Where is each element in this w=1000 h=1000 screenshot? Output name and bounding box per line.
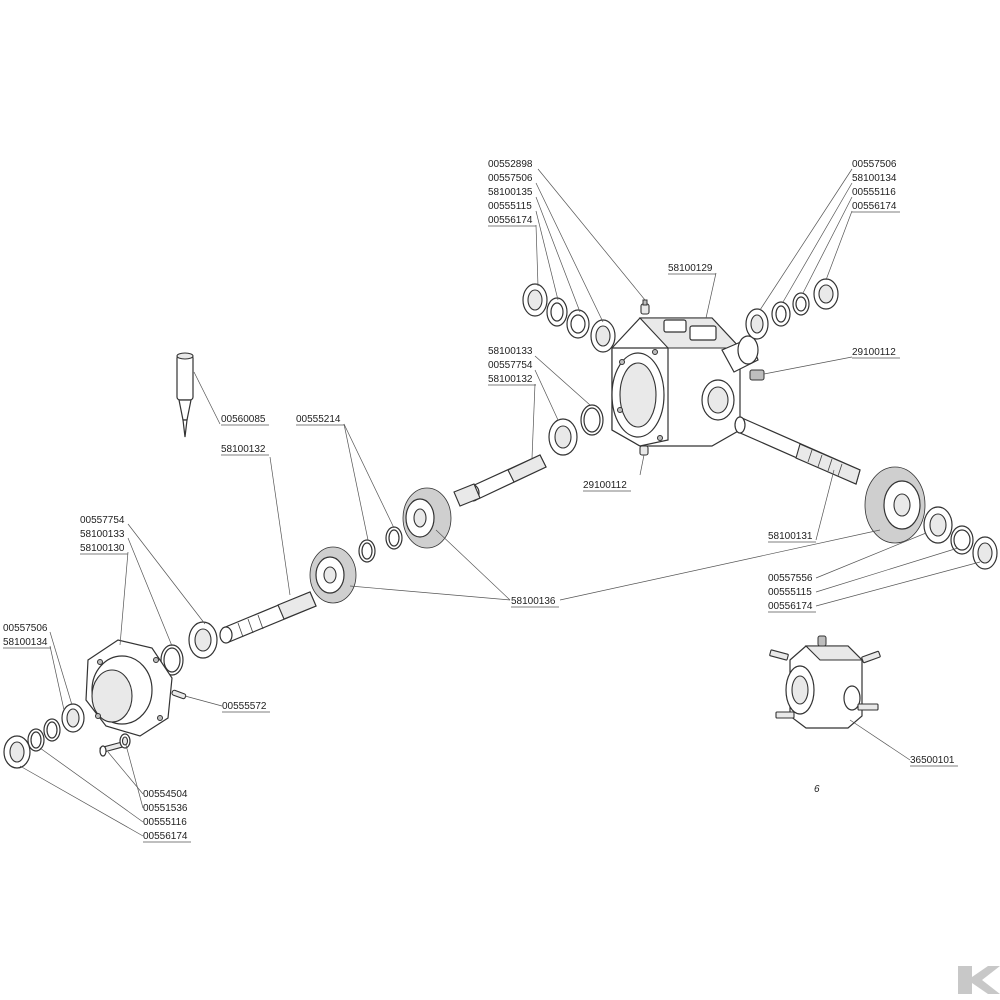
shaft-right — [734, 416, 861, 485]
label-00555116-bottom: 00555116 — [143, 817, 187, 828]
label-00555115-right: 00555115 — [768, 587, 812, 598]
breather-plug — [640, 299, 650, 315]
label-00557506-top-left: 00557506 — [488, 173, 533, 184]
label-58100135: 58100135 — [488, 187, 533, 198]
label-00554504: 00554504 — [143, 789, 188, 800]
label-29100112-bottom: 29100112 — [583, 480, 627, 491]
assembled-gearbox — [769, 635, 881, 729]
bevel-gear-center — [402, 487, 452, 549]
label-29100112-right: 29100112 — [852, 347, 896, 358]
label-58100132-left: 58100132 — [221, 444, 266, 455]
label-00557506-left: 00557506 — [3, 623, 48, 634]
label-00555116-top-right: 00555116 — [852, 187, 896, 198]
label-58100132-center: 58100132 — [488, 374, 533, 385]
bearing-left — [160, 621, 218, 676]
bearing-stack-top-right — [745, 278, 839, 340]
label-00556174-top-left: 00556174 — [488, 215, 533, 226]
label-00555214: 00555214 — [296, 414, 341, 425]
label-58100130: 58100130 — [80, 543, 125, 554]
bolt-and-washer — [99, 733, 131, 757]
label-00552898-top: 00552898 — [488, 159, 533, 170]
side-plug — [749, 369, 765, 381]
bearing-stack-right — [923, 506, 998, 570]
label-00557556: 00557556 — [768, 573, 813, 584]
part-labels: 00552898 00557506 58100135 00555115 0055… — [3, 159, 955, 842]
shaft-left — [219, 591, 317, 644]
drain-plug-bottom — [639, 445, 649, 456]
label-58100134-left: 58100134 — [3, 637, 48, 648]
dowel-pin — [171, 689, 187, 700]
label-00555572: 00555572 — [222, 701, 267, 712]
label-58100129: 58100129 — [668, 263, 713, 274]
label-58100133-left: 58100133 — [80, 529, 125, 540]
figure-number: 6 — [814, 784, 820, 795]
label-00556174-bottom: 00556174 — [143, 831, 188, 842]
label-00557754-left: 00557754 — [80, 515, 125, 526]
label-36500101: 36500101 — [910, 755, 955, 766]
pin-punch-tool — [176, 352, 194, 438]
label-underlines — [3, 211, 958, 843]
label-58100131: 58100131 — [768, 531, 813, 542]
label-00551536: 00551536 — [143, 803, 188, 814]
gearbox-housing — [611, 317, 759, 447]
label-00560085: 00560085 — [221, 414, 266, 425]
leader-lines — [19, 168, 981, 837]
label-00557754-center: 00557754 — [488, 360, 533, 371]
bevel-gear-right — [864, 466, 926, 544]
spacer-rings — [358, 526, 403, 563]
bearing-stack-bottom-left — [3, 703, 85, 769]
label-00555115-top-left: 00555115 — [488, 201, 532, 212]
shaft-center — [453, 454, 547, 507]
flange-housing — [85, 639, 173, 737]
bearing-center — [548, 404, 604, 456]
label-58100134-top-right: 58100134 — [852, 173, 897, 184]
brand-logo — [958, 966, 1000, 994]
label-00557506-top-right: 00557506 — [852, 159, 897, 170]
bevel-gear-left — [309, 546, 357, 604]
label-58100136: 58100136 — [511, 596, 556, 607]
bearing-stack-top-left — [522, 283, 616, 353]
label-00556174-top-right: 00556174 — [852, 201, 897, 212]
label-58100133-center: 58100133 — [488, 346, 533, 357]
label-00556174-right: 00556174 — [768, 601, 813, 612]
